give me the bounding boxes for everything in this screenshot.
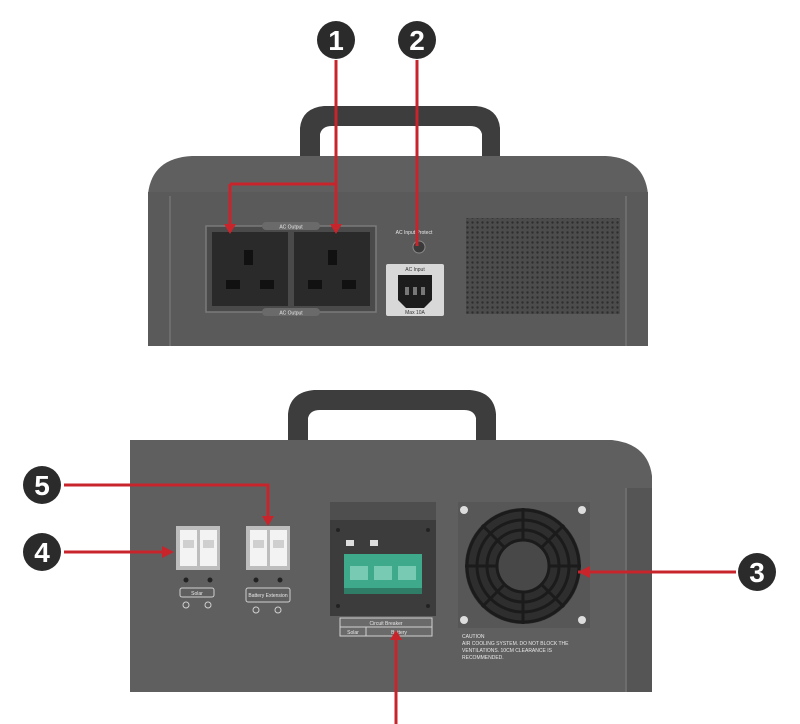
- side-vent-grille: [466, 218, 620, 314]
- cb-solar-label: Solar: [347, 630, 359, 636]
- circuit-breaker-label: Circuit Breaker: [369, 621, 402, 627]
- ac-output-panel: AC Output AC Output: [205, 222, 377, 317]
- callout-3: 3: [738, 553, 776, 591]
- solar-breaker-label: Solar: [191, 591, 203, 597]
- bottom-handle: [288, 390, 496, 440]
- ac-inlet-bottom-label: Max 10A: [405, 310, 425, 316]
- svg-text:AIR COOLING SYSTEM. DO NOT BLO: AIR COOLING SYSTEM. DO NOT BLOCK THE: [462, 641, 569, 647]
- svg-text:1: 1: [328, 25, 344, 56]
- top-unit: AC Output AC Output AC Input Protect AC …: [148, 106, 648, 346]
- ac-output-top-label: AC Output: [279, 225, 303, 231]
- svg-text:2: 2: [409, 25, 425, 56]
- socket-right: [294, 232, 370, 306]
- ac-input-protect-button: [412, 240, 426, 254]
- circuit-breaker-panel: Circuit Breaker Solar Battery: [330, 502, 436, 637]
- leader-lines-bottom: [64, 483, 736, 724]
- ac-inlet-top-label: AC Input: [405, 267, 425, 273]
- leader-lines-top: [228, 60, 419, 246]
- svg-text:4: 4: [34, 537, 50, 568]
- callout-4: 4: [23, 533, 61, 571]
- ac-output-bottom-label: AC Output: [279, 311, 303, 317]
- battery-extension-breaker: Battery Extension: [245, 526, 291, 614]
- svg-text:5: 5: [34, 470, 50, 501]
- svg-text:VENTILATIONS. 10CM CLEARANCE I: VENTILATIONS. 10CM CLEARANCE IS: [462, 648, 553, 654]
- callout-2: 2: [398, 21, 436, 59]
- bottom-unit: Solar Battery Extension: [130, 390, 652, 692]
- cb-battery-label: Battery: [391, 630, 407, 636]
- svg-text:RECOMMENDED.: RECOMMENDED.: [462, 655, 504, 661]
- battery-extension-label: Battery Extension: [248, 593, 287, 599]
- svg-text:3: 3: [749, 557, 765, 588]
- solar-breaker: Solar: [176, 526, 220, 609]
- ac-input-protect-label: AC Input Protect: [396, 230, 433, 236]
- ac-input-area: AC Input Protect AC Input Max 10A: [386, 230, 444, 316]
- cooling-fan: [458, 502, 590, 628]
- svg-text:CAUTION: CAUTION: [462, 634, 485, 640]
- top-handle: [300, 106, 500, 160]
- caution-text: CAUTION AIR COOLING SYSTEM. DO NOT BLOCK…: [462, 634, 569, 661]
- callout-1: 1: [317, 21, 355, 59]
- callout-5: 5: [23, 466, 61, 504]
- socket-left: [212, 232, 288, 306]
